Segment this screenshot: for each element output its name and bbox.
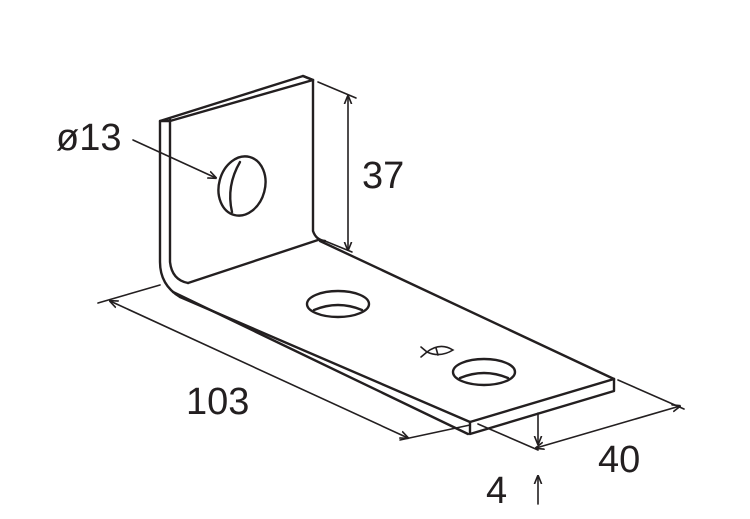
horizontal-plate-top-back [186,238,320,285]
vertical-hole [217,155,267,217]
vertical-plate-top [158,74,315,123]
horizontal-plate-front-top-edge [468,377,616,424]
width-label: 40 [598,439,640,481]
thickness-label: 4 [486,470,507,512]
height-label: 37 [362,155,404,197]
horizontal-plate-end-face [468,377,616,436]
vertical-plate-outer-right [301,74,315,82]
horizontal-hole-1 [305,289,371,319]
vertical-plate-inner-edge [168,117,190,285]
fish-stamp-icon [420,345,455,358]
vertical-plate-right-edge [311,78,327,243]
horizontal-hole-2 [451,357,517,387]
height-dimension [317,81,357,253]
length-label: 103 [186,381,249,423]
horizontal-plate-top-right [318,239,616,381]
length-dimension [97,284,471,441]
hole-diameter-label: ø13 [56,117,121,159]
hole-diameter-leader [132,139,216,178]
width-dimension [477,379,685,451]
